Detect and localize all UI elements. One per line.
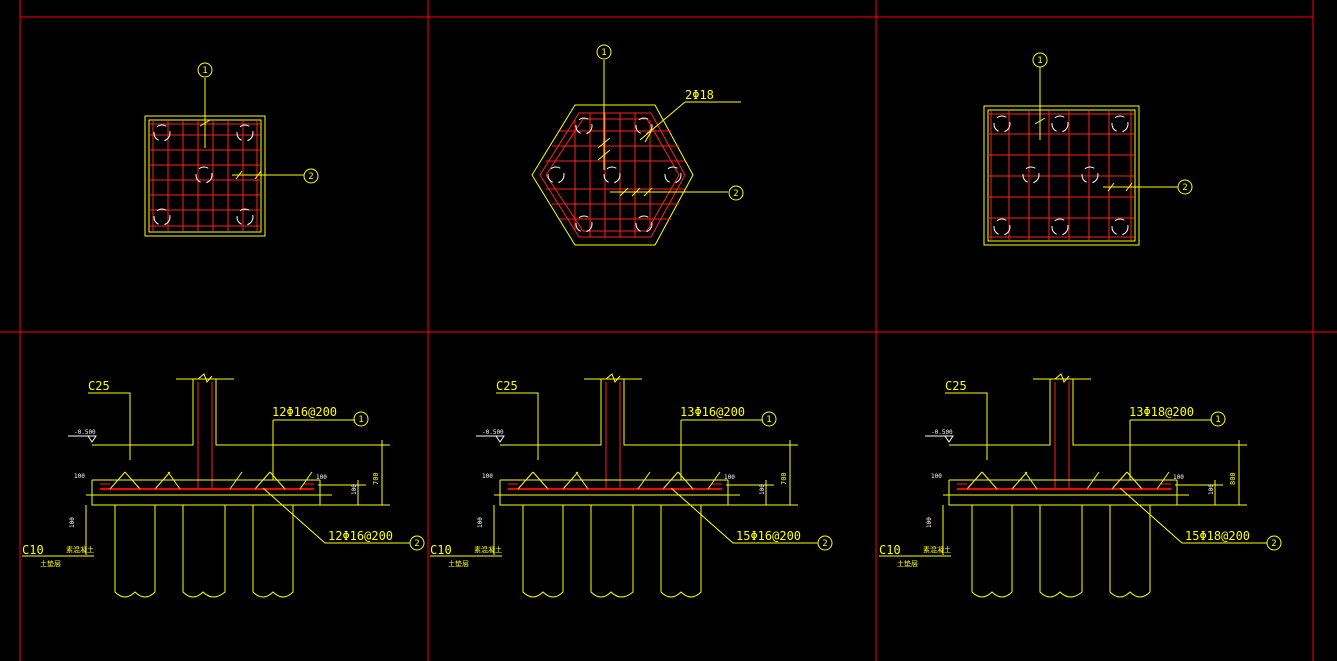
bar-mark-2 (1266, 535, 1282, 551)
dim-small-d: 100 (477, 517, 484, 528)
section-detail-3: C25 -0.500 C10 素混凝土 土垫层 13 (879, 373, 1282, 598)
bar-mark-2-label: 2 (733, 189, 738, 199)
bar-mark-2 (303, 168, 319, 184)
elevation-label: -0.500 (482, 429, 504, 436)
concrete-grade: C25 (945, 379, 967, 393)
dim-small-d: 100 (926, 517, 933, 528)
rebar-top-label: 13Φ16@200 (680, 405, 745, 419)
hex-rebar-note: 2Φ18 (685, 88, 714, 102)
pad-label-1: 素混凝土 (923, 545, 951, 554)
rebar-bottom-label: 15Φ16@200 (736, 529, 801, 543)
bar-mark-2 (1177, 179, 1193, 195)
dim-small-b: 100 (351, 484, 358, 495)
pad-label-2: 土垫层 (448, 559, 469, 568)
bar-mark-2-label: 2 (822, 539, 827, 549)
bar-mark-2-label: 2 (414, 539, 419, 549)
pad-concrete-grade: C10 (879, 543, 901, 557)
dim-small-a: 100 (316, 474, 327, 481)
rebar-top-label: 12Φ16@200 (272, 405, 337, 419)
pad-label-1: 素混凝土 (474, 545, 502, 554)
dim-small-b: 100 (759, 484, 766, 495)
rebar-bottom-label: 15Φ18@200 (1185, 529, 1250, 543)
elevation-label: -0.500 (74, 429, 96, 436)
pad-concrete-grade: C10 (430, 543, 452, 557)
bar-mark-2-label: 2 (308, 172, 313, 182)
pad-label-2: 土垫层 (40, 559, 61, 568)
rebar-top-label: 13Φ18@200 (1129, 405, 1194, 419)
bar-mark-1-label: 1 (358, 415, 363, 425)
dim-small-c: 100 (482, 473, 493, 480)
dim-small-b: 100 (1208, 484, 1215, 495)
bar-mark-2 (728, 185, 744, 201)
plan-square-cap: 1 2 (144, 62, 319, 237)
depth-dimension: 800 (1229, 472, 1237, 485)
depth-dimension: 700 (780, 472, 788, 485)
rebar-bottom-label: 12Φ16@200 (328, 529, 393, 543)
pad-label-1: 素混凝土 (66, 545, 94, 554)
bar-mark-2 (409, 535, 425, 551)
bar-mark-1-label: 1 (601, 48, 606, 58)
pad-concrete-grade: C10 (22, 543, 44, 557)
bar-mark-1 (197, 62, 213, 78)
elevation-label: -0.500 (931, 429, 953, 436)
bar-mark-1-label: 1 (202, 66, 207, 76)
depth-dimension: 700 (372, 472, 380, 485)
dim-small-c: 100 (74, 473, 85, 480)
dim-small-c: 100 (931, 473, 942, 480)
concrete-grade: C25 (88, 379, 110, 393)
bar-mark-2-label: 2 (1271, 539, 1276, 549)
pad-label-2: 土垫层 (897, 559, 918, 568)
section-detail-2: C25 -0.500 C10 素混凝土 土垫层 13 (430, 373, 833, 598)
bar-mark-1-label: 1 (1215, 415, 1220, 425)
bar-mark-1 (1210, 411, 1226, 427)
dim-small-d: 100 (69, 517, 76, 528)
plan-hexagon-cap: 2Φ18 1 2 (531, 44, 744, 246)
bar-mark-2 (817, 535, 833, 551)
bar-mark-1 (596, 44, 612, 60)
concrete-grade: C25 (496, 379, 518, 393)
dim-small-a: 100 (1173, 474, 1184, 481)
bar-mark-1 (1032, 52, 1048, 68)
bar-mark-1 (761, 411, 777, 427)
bar-mark-1 (353, 411, 369, 427)
bar-mark-2-label: 2 (1182, 183, 1187, 193)
dim-small-a: 100 (724, 474, 735, 481)
section-detail-1: C25 -0.500 C10 素混凝土 土垫层 1 2 (22, 373, 425, 598)
bar-mark-1-label: 1 (766, 415, 771, 425)
plan-rectangle-cap: 1 2 (983, 52, 1193, 246)
bar-mark-1-label: 1 (1037, 56, 1042, 66)
